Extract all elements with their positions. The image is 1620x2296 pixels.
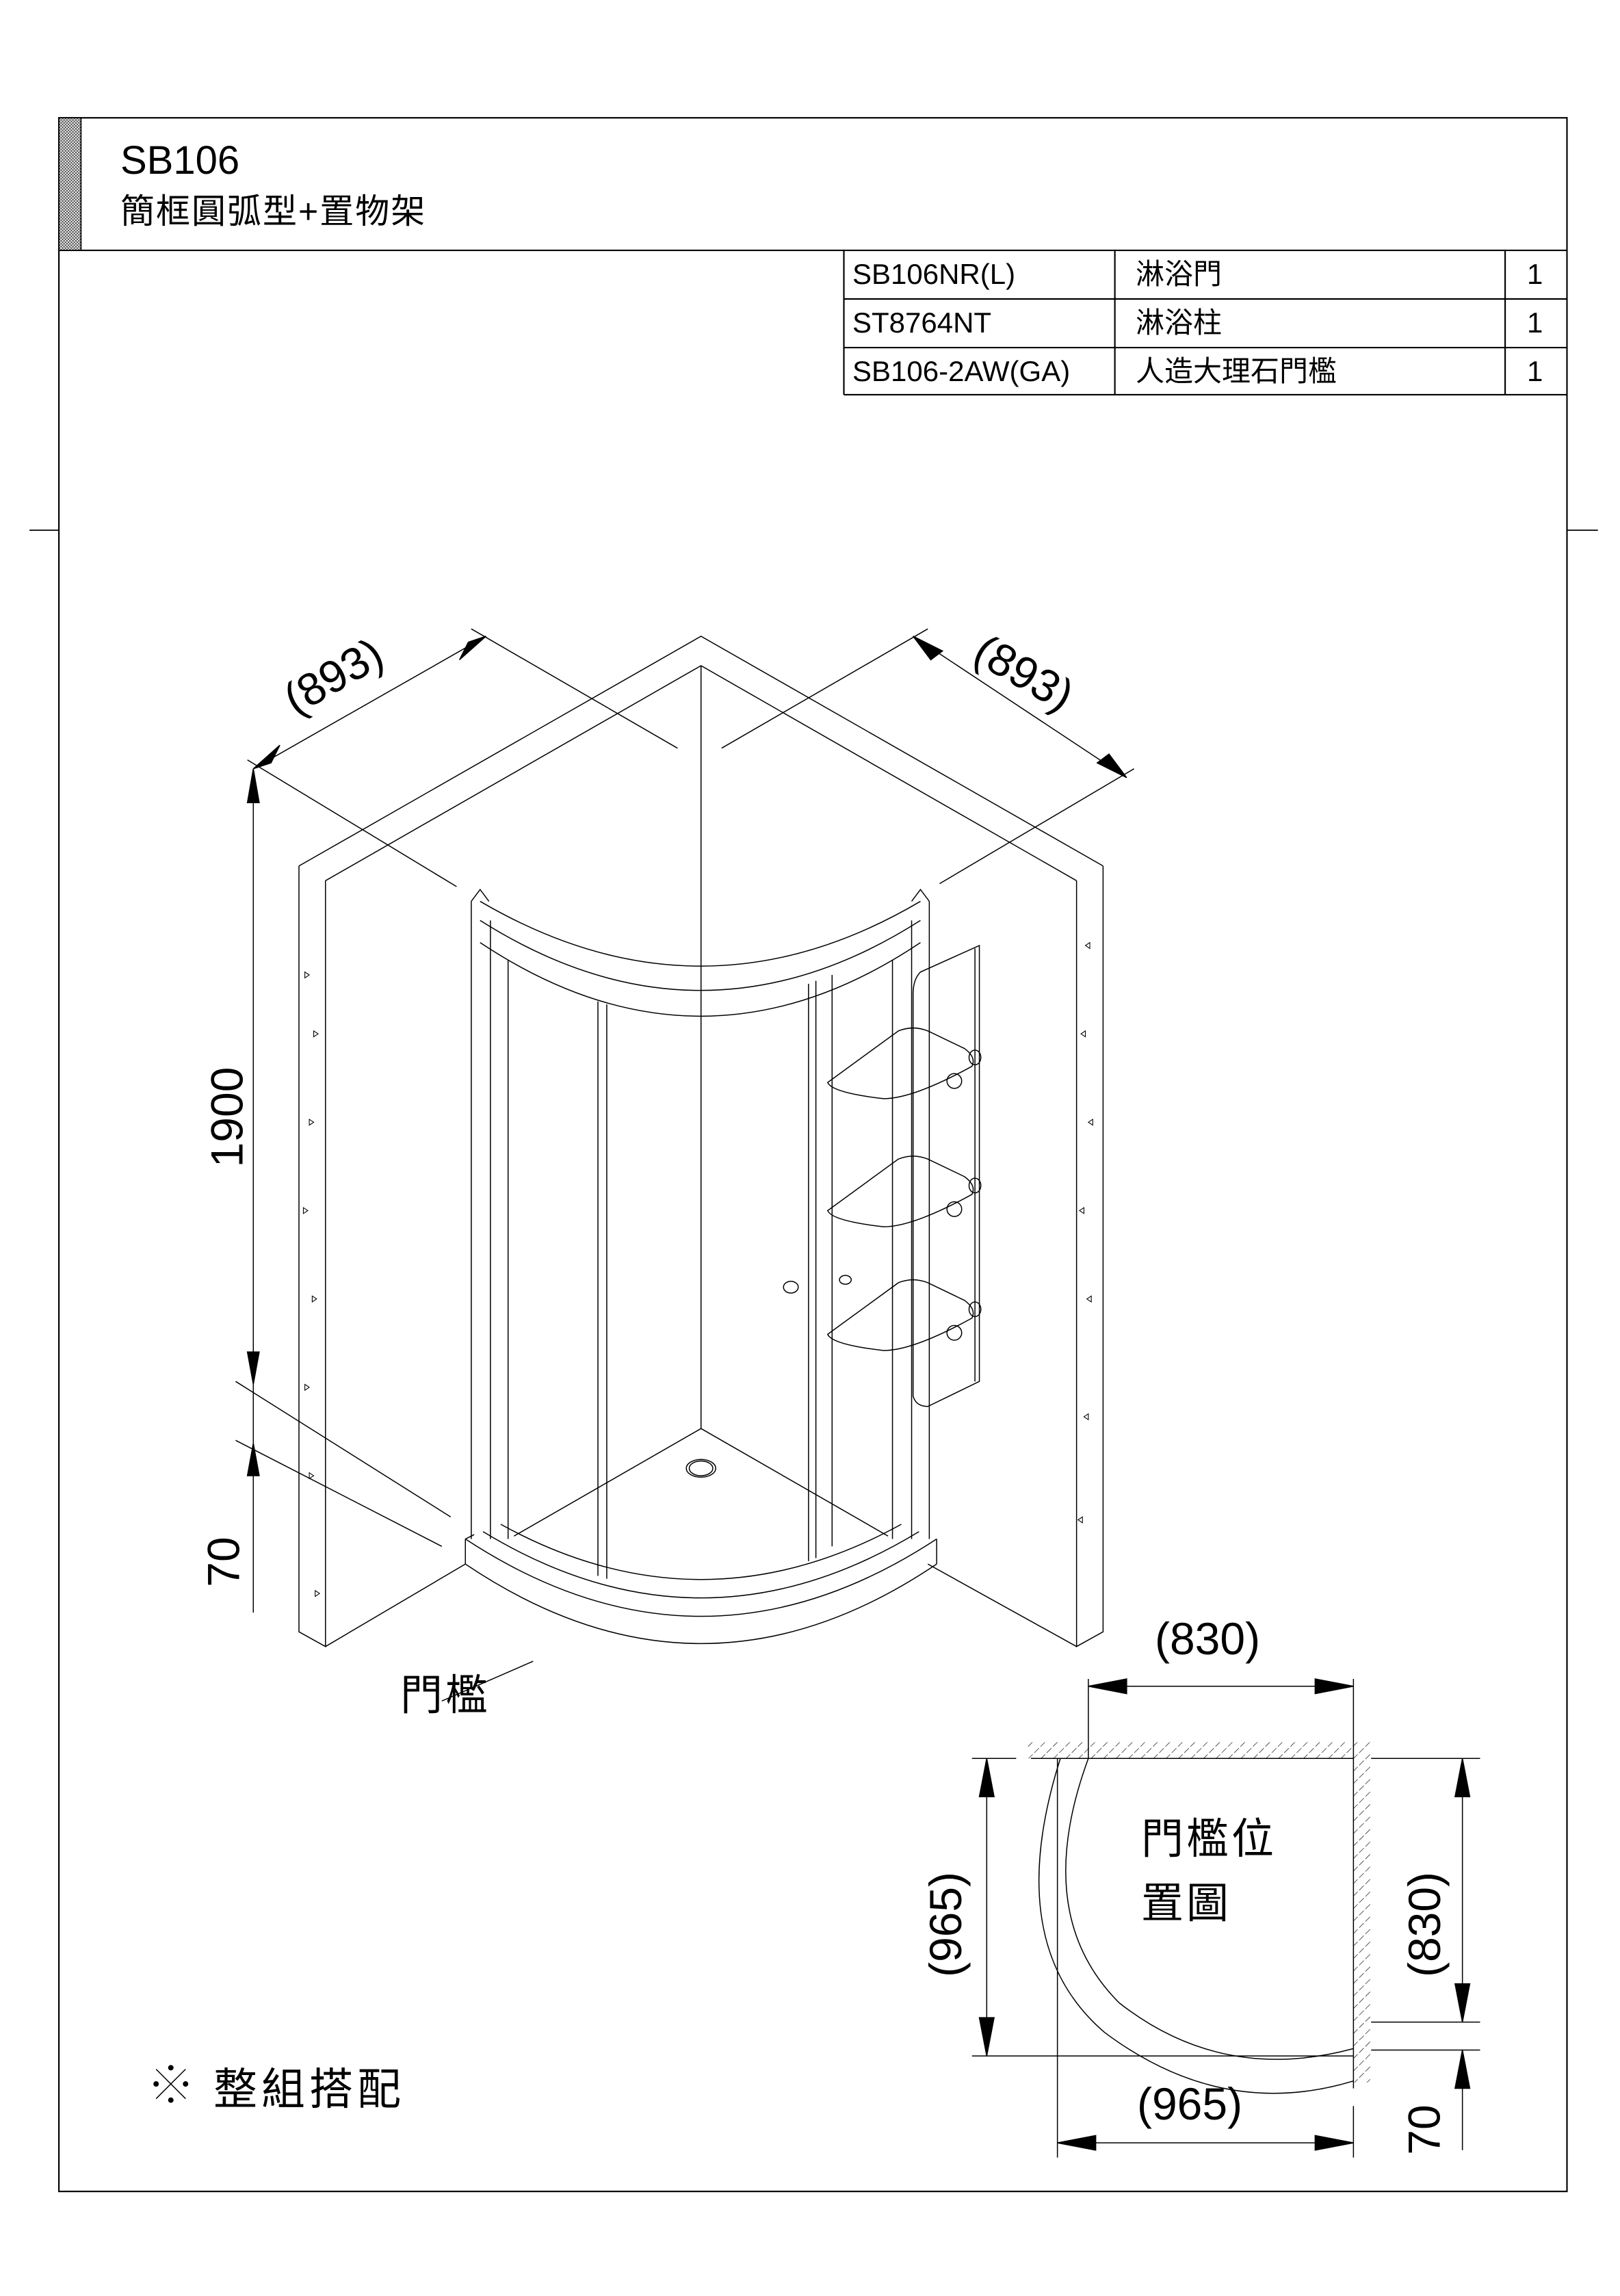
plan-dim-right-small: 70 [1398,2104,1450,2155]
corner-shelf [826,944,982,1407]
isometric-walls [298,636,1104,1647]
dim-threshold-height: 70 [198,1537,249,1587]
part-qty: 1 [1527,306,1543,339]
part-name: 淋浴門 [1136,258,1223,290]
threshold-callout: 門檻 [400,1672,491,1719]
part-name: 淋浴柱 [1136,306,1223,339]
parts-table-grid [843,250,1567,395]
shelf-1 [826,1027,982,1099]
note-symbol-icon [153,2065,189,2103]
wall-texture [302,941,1093,1597]
part-qty: 1 [1527,355,1543,387]
shelf-2 [826,1156,982,1227]
model-description: 簡框圓弧型+置物架 [120,192,427,231]
plan-dim-top: (830) [1155,1613,1261,1664]
plan-dim-right: (830) [1399,1871,1450,1978]
part-qty: 1 [1527,258,1543,290]
plan-title-line2: 置圖 [1141,1880,1232,1927]
model-number: SB106 [120,138,240,183]
page-frame [29,117,1598,2193]
part-code: ST8764NT [852,306,992,339]
plan-dim-left: (965) [920,1871,971,1978]
part-name: 人造大理石門檻 [1136,355,1337,387]
plan-title-line1: 門檻位 [1141,1816,1277,1863]
plan-dim-bottom: (965) [1137,2078,1243,2129]
dim-height: 1900 [201,1067,252,1168]
footer-note: 整組搭配 [213,2065,405,2114]
shelf-3 [826,1279,982,1351]
threshold [441,1524,937,1702]
door-top-rail [471,888,930,1017]
part-code: SB106-2AW(GA) [852,355,1071,387]
plan-view [971,1678,1480,2158]
iso-dimensions [235,628,1134,1613]
door-frame [471,901,930,1579]
part-code: SB106NR(L) [852,258,1016,290]
